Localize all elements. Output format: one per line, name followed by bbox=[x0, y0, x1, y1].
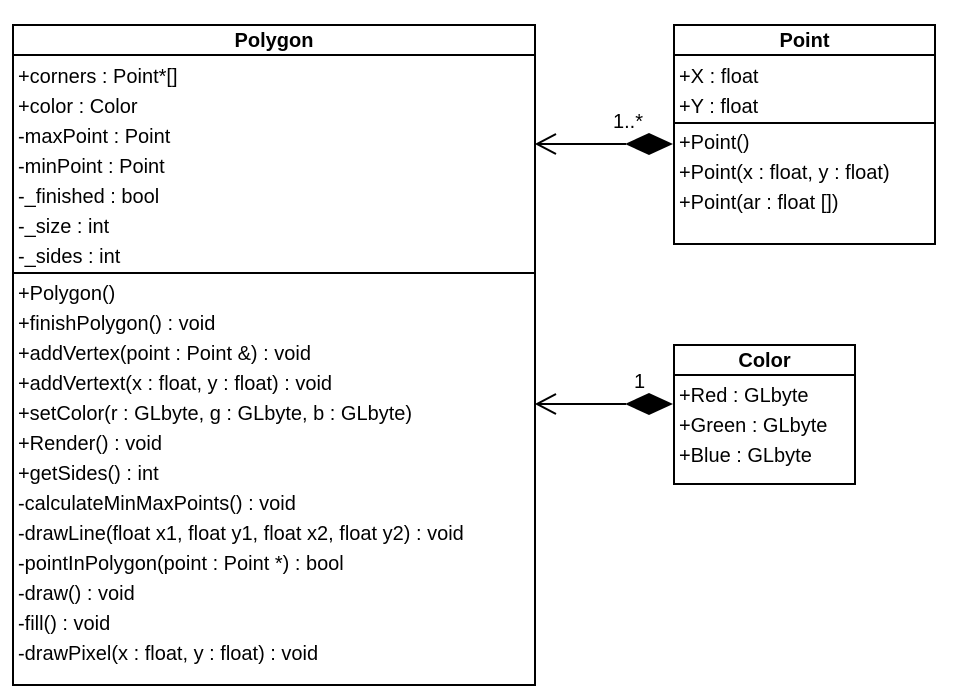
class-name-color: Color bbox=[675, 346, 854, 376]
attribute[interactable]: -minPoint : Point bbox=[18, 156, 165, 178]
composition-color-polygon[interactable]: 1 bbox=[534, 371, 673, 415]
attribute[interactable]: -maxPoint : Point bbox=[18, 126, 171, 148]
composition-diamond-icon bbox=[625, 393, 673, 415]
attribute[interactable]: +Blue : GLbyte bbox=[679, 445, 812, 467]
attribute[interactable]: +color : Color bbox=[18, 96, 138, 118]
arrow-head-icon bbox=[534, 133, 557, 155]
class-point[interactable]: Point +X : float +Y : float +Point() +Po… bbox=[673, 24, 936, 245]
polygon-operations: +Polygon() +finishPolygon() : void +addV… bbox=[14, 274, 534, 669]
attribute[interactable]: -_finished : bool bbox=[18, 186, 160, 208]
operation[interactable]: -pointInPolygon(point : Point *) : bool bbox=[18, 553, 344, 575]
arrow-head-icon bbox=[534, 393, 557, 415]
operation[interactable]: +finishPolygon() : void bbox=[18, 313, 216, 335]
class-name-point: Point bbox=[675, 26, 934, 56]
composition-diamond-icon bbox=[625, 133, 673, 155]
operation[interactable]: -drawLine(float x1, float y1, float x2, … bbox=[18, 523, 464, 545]
operation[interactable]: +Point(x : float, y : float) bbox=[679, 162, 890, 184]
operation[interactable]: +Point(ar : float []) bbox=[679, 192, 839, 214]
operation[interactable]: -fill() : void bbox=[18, 613, 111, 635]
operation[interactable]: +setColor(r : GLbyte, g : GLbyte, b : GL… bbox=[18, 403, 413, 425]
class-polygon[interactable]: Polygon +corners : Point*[] +color : Col… bbox=[12, 24, 536, 686]
multiplicity-label: 1 bbox=[634, 371, 645, 393]
attribute[interactable]: +X : float bbox=[679, 66, 759, 88]
attribute[interactable]: +corners : Point*[] bbox=[18, 66, 178, 88]
color-attributes: +Red : GLbyte +Green : GLbyte +Blue : GL… bbox=[675, 376, 854, 471]
class-color[interactable]: Color +Red : GLbyte +Green : GLbyte +Blu… bbox=[673, 344, 856, 485]
operation[interactable]: +addVertext(x : float, y : float) : void bbox=[18, 373, 333, 395]
operation[interactable]: -drawPixel(x : float, y : float) : void bbox=[18, 643, 319, 665]
point-attributes: +X : float +Y : float bbox=[675, 56, 934, 124]
operation[interactable]: +Point() bbox=[679, 132, 750, 154]
composition-point-polygon[interactable]: 1..* bbox=[534, 111, 673, 155]
operation[interactable]: -calculateMinMaxPoints() : void bbox=[18, 493, 296, 515]
operation[interactable]: +getSides() : int bbox=[18, 463, 159, 485]
attribute[interactable]: -_sides : int bbox=[18, 246, 121, 268]
operation[interactable]: +Render() : void bbox=[18, 433, 162, 455]
operation[interactable]: +addVertex(point : Point &) : void bbox=[18, 343, 311, 365]
operation[interactable]: -draw() : void bbox=[18, 583, 135, 605]
attribute[interactable]: +Red : GLbyte bbox=[679, 385, 809, 407]
polygon-attributes: +corners : Point*[] +color : Color -maxP… bbox=[14, 56, 534, 274]
attribute[interactable]: -_size : int bbox=[18, 216, 110, 238]
class-name-polygon: Polygon bbox=[14, 26, 534, 56]
attribute[interactable]: +Green : GLbyte bbox=[679, 415, 828, 437]
point-operations: +Point() +Point(x : float, y : float) +P… bbox=[675, 124, 934, 218]
operation[interactable]: +Polygon() bbox=[18, 283, 116, 305]
attribute[interactable]: +Y : float bbox=[679, 96, 759, 118]
multiplicity-label: 1..* bbox=[613, 111, 643, 133]
